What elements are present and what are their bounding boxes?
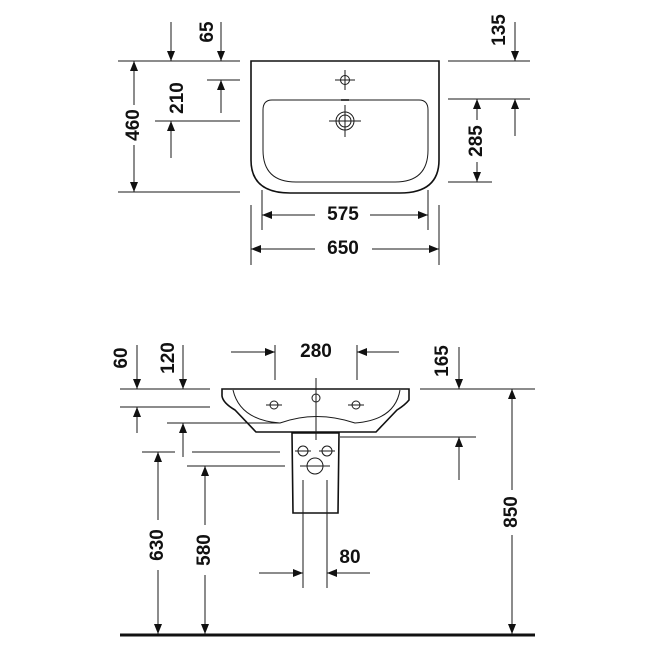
basin-outline [250,60,440,194]
dim-120: 120 [158,342,179,374]
dim-135: 135 [489,14,510,46]
basin-bowl [262,99,429,183]
dim-210: 210 [167,82,188,114]
basin-profile [221,388,410,433]
dim-850: 850 [501,496,522,528]
dim-650: 650 [327,238,359,259]
dim-460: 460 [123,109,144,141]
dim-285: 285 [466,125,487,157]
dim-630: 630 [147,529,168,561]
dim-60: 60 [111,347,132,368]
dim-280: 280 [300,341,332,362]
dim-575: 575 [327,204,359,225]
dim-65: 65 [197,21,218,43]
pedestal [291,432,340,514]
top-view: 65 135 460 210 285 575 650 [118,14,530,265]
dim-580: 580 [194,534,215,566]
side-view: 280 60 120 165 630 580 80 850 [111,341,535,637]
dim-165: 165 [432,345,453,377]
tap-hole [335,70,355,90]
dim-80: 80 [339,547,360,568]
drain-hole [329,105,361,137]
